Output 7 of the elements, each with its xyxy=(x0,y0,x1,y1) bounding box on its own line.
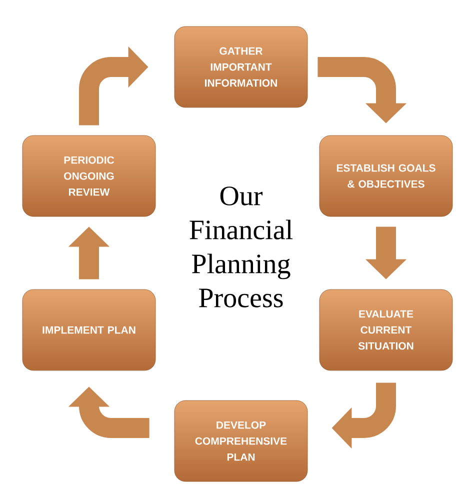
process-box: IMPLEMENT PLAN xyxy=(22,289,156,371)
title: Our Financial Planning Process xyxy=(190,186,293,308)
process-box: GATHER IMPORTANT INFORMATION xyxy=(174,26,308,108)
process-box: EVALUATE CURRENT SITUATION xyxy=(319,289,453,371)
process-box: ESTABLISH GOALS & OBJECTIVES xyxy=(319,135,453,217)
process-box: PERIODIC ONGOING REVIEW xyxy=(22,135,156,217)
process-box: DEVELOP COMPREHENSIVE PLAN xyxy=(174,400,308,482)
